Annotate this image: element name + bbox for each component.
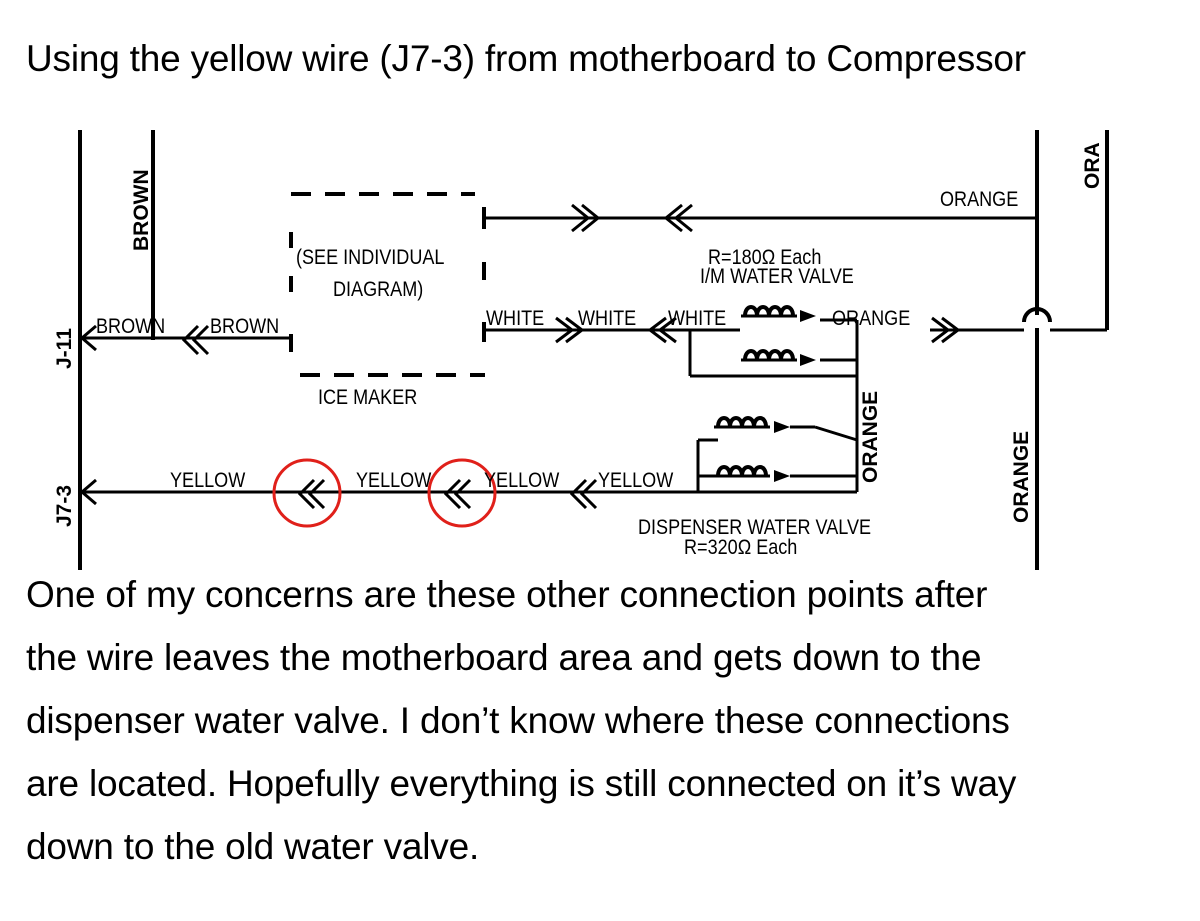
dispenser-branch (696, 438, 857, 494)
label-dispenser-water-valve: DISPENSER WATER VALVE (638, 516, 871, 540)
question-heading: Using the yellow wire (J7-3) from mother… (26, 38, 1026, 79)
right-rail (1022, 130, 1109, 570)
label-yellow-4: YELLOW (598, 469, 674, 493)
label-orange-vertical-mid: ORANGE (859, 391, 882, 483)
orange-mid-wire (820, 316, 1107, 492)
label-resistance-disp: R=320Ω Each (684, 536, 797, 560)
yellow-wire (79, 478, 698, 510)
label-yellow-3: YELLOW (484, 469, 560, 493)
dispenser-valve-coil-2 (712, 465, 857, 482)
label-j73: J7-3 (53, 485, 76, 527)
label-brown-2: BROWN (210, 315, 279, 339)
label-resistance-im: R=180Ω Each (708, 246, 821, 270)
question-paragraph: One of my concerns are these other conne… (26, 570, 1186, 885)
top-orange-wire (482, 203, 1037, 233)
label-white-2: WHITE (578, 307, 636, 331)
label-yellow-2: YELLOW (356, 469, 432, 493)
label-white-1: WHITE (486, 307, 544, 331)
label-brown-1: BROWN (96, 315, 165, 339)
paragraph-line: the wire leaves the motherboard area and… (26, 637, 982, 678)
highlight-circle-1 (272, 458, 342, 528)
highlight-circle-2 (427, 458, 497, 528)
brown-wire (79, 324, 291, 356)
paragraph-line: dispenser water valve. I don’t know wher… (26, 700, 1010, 741)
im-water-valve-coil-2 (739, 349, 816, 366)
paragraph-line: down to the old water valve. (26, 826, 480, 867)
dispenser-valve-coil-1 (712, 416, 858, 442)
paragraph-line: One of my concerns are these other conne… (26, 574, 988, 615)
label-ice-maker: ICE MAKER (318, 386, 417, 410)
label-see-individual: (SEE INDIVIDUAL (296, 246, 445, 270)
label-brown-vertical: BROWN (130, 169, 153, 251)
label-orange-mid: ORANGE (832, 307, 910, 331)
label-orange-vertical-right: ORANGE (1010, 431, 1033, 523)
label-white-3: WHITE (668, 307, 726, 331)
im-water-valve-coil-1 (739, 305, 816, 322)
paragraph-line: are located. Hopefully everything is sti… (26, 763, 1017, 804)
label-ora-corner: ORA (1081, 142, 1104, 189)
white-wire (484, 316, 857, 378)
ice-maker-box (289, 192, 486, 377)
label-orange-top: ORANGE (940, 188, 1018, 212)
label-yellow-1: YELLOW (170, 469, 246, 493)
label-diagram: DIAGRAM) (333, 278, 423, 302)
left-rail (78, 130, 155, 570)
label-j11: J-11 (53, 328, 76, 369)
label-im-water-valve: I/M WATER VALVE (700, 265, 854, 289)
